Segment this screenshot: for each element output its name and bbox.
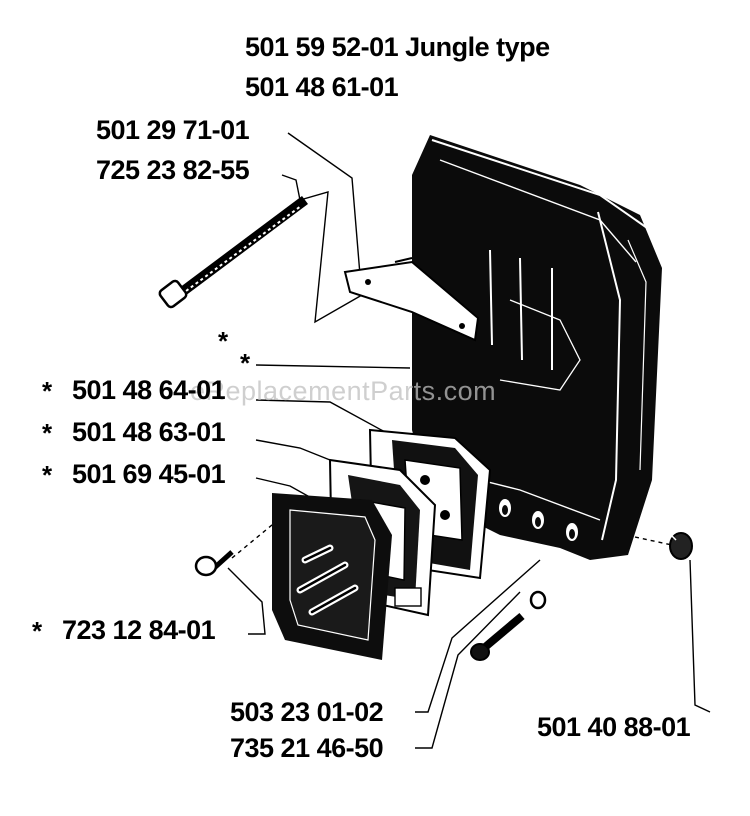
part-label: 501 48 61-01 <box>245 72 399 102</box>
part-label: 735 21 46-50 <box>230 733 384 763</box>
part-label: 503 23 01-02 <box>230 697 384 727</box>
bracket-plate <box>343 257 480 342</box>
washer-bolt-bottom <box>470 590 547 661</box>
star-marker: * <box>218 326 229 356</box>
part-label: 723 12 84-01 <box>62 615 216 645</box>
leader-dashed-nut <box>634 536 673 546</box>
part-label: 501 29 71-01 <box>96 115 250 145</box>
leader-735-21-46-50 <box>415 591 521 749</box>
part-label: 501 48 64-01 <box>72 375 226 405</box>
leader-501-48-63-01 <box>255 439 336 463</box>
leader-501-29-71-01 <box>287 132 361 276</box>
part-label: 501 59 52-01 Jungle type <box>245 32 550 62</box>
leader-501-40-88-01 <box>689 559 711 713</box>
star-marker: * <box>42 460 53 490</box>
leader-dashed-screw <box>231 519 279 559</box>
star-marker: * <box>42 376 53 406</box>
muffler-body <box>412 135 662 560</box>
watermark: eReplacementParts.com <box>190 376 497 406</box>
leader-725-23-82-55 <box>281 174 363 324</box>
cover-plate <box>272 493 392 660</box>
part-label: 725 23 82-55 <box>96 155 250 185</box>
star-marker: * <box>42 418 53 448</box>
leader-501-48-64-01 <box>255 399 386 433</box>
small-screw <box>194 550 234 577</box>
leader-723-12-84-01 <box>227 567 266 635</box>
leader-501-69-45-01 <box>255 477 316 501</box>
long-bolt <box>158 195 308 309</box>
part-label: 501 69 45-01 <box>72 459 226 489</box>
part-label: 501 40 88-01 <box>537 712 691 742</box>
star-marker: * <box>32 616 43 646</box>
nut <box>669 532 693 560</box>
star-marker: * <box>240 348 251 378</box>
leader-star <box>255 364 411 369</box>
part-label: 501 48 63-01 <box>72 417 226 447</box>
leader-lines <box>227 132 711 749</box>
leader-503-23-01-02 <box>415 559 541 713</box>
